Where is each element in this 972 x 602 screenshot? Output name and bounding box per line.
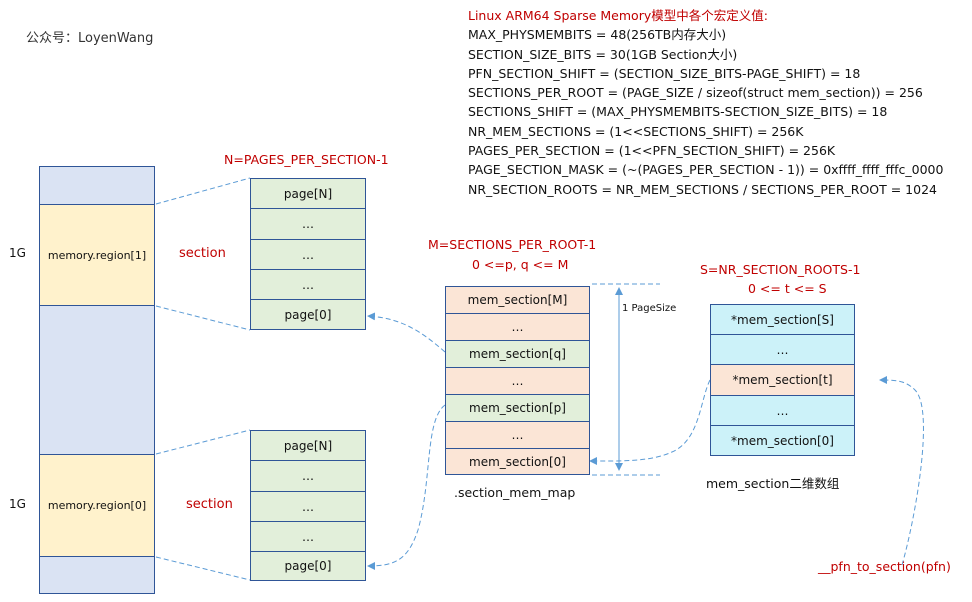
root-cell: … <box>710 395 855 426</box>
arrow-p-to-lower-page <box>367 404 446 570</box>
memory-region-1: memory.region[1] <box>39 204 155 306</box>
section-index-range: 0 <=p, q <= M <box>472 257 569 272</box>
def-line: PAGE_SECTION_MASK = (~(PAGES_PER_SECTION… <box>468 162 944 178</box>
def-line: SECTIONS_PER_ROOT = (PAGE_SIZE / sizeof(… <box>468 85 923 101</box>
pfn-to-section-label: __pfn_to_section(pfn) <box>818 559 951 574</box>
arrow-func-to-t <box>879 376 924 566</box>
memory-region-0: memory.region[0] <box>39 454 155 557</box>
root-index-range: 0 <= t <= S <box>748 281 827 296</box>
mem-section-cell: mem_section[p] <box>445 394 590 422</box>
root-cell: … <box>710 334 855 365</box>
size-label-lower: 1G <box>9 497 26 511</box>
region0-top-line <box>155 429 251 455</box>
watermark: 公众号：LoyenWang <box>26 31 154 46</box>
mem-section-cell: … <box>445 421 590 449</box>
mem-section-cell: … <box>445 313 590 341</box>
mem-section-cell: mem_section[q] <box>445 340 590 368</box>
arrow-t-to-section0 <box>589 379 711 466</box>
def-line: PAGES_PER_SECTION = (1<<PFN_SECTION_SHIF… <box>468 143 836 159</box>
size-label-upper: 1G <box>9 246 26 260</box>
region1-top-line <box>155 177 251 205</box>
def-line: SECTIONS_SHIFT = (MAX_PHYSMEMBITS-SECTIO… <box>468 104 888 120</box>
root-cell: *mem_section[t] <box>710 364 855 396</box>
page-cell: page[0] <box>250 299 366 330</box>
defs-title: Linux ARM64 Sparse Memory模型中各个宏定义值: <box>468 8 768 23</box>
page-cell: … <box>250 208 366 240</box>
arrow-q-to-upper-page <box>367 312 446 353</box>
mem-section-cell: … <box>445 367 590 395</box>
section-label-upper: section <box>179 246 226 261</box>
region0-bottom-line <box>155 556 251 581</box>
def-line: MAX_PHYSMEMBITS = 48(256TB内存大小) <box>468 27 727 43</box>
root-cell: *mem_section[0] <box>710 425 855 456</box>
page-cell: … <box>250 521 366 552</box>
section-roots-label: S=NR_SECTION_ROOTS-1 <box>700 262 861 277</box>
pages-per-section-label: N=PAGES_PER_SECTION-1 <box>224 152 389 167</box>
root-array-label: mem_section二维数组 <box>706 476 840 491</box>
page-cell: … <box>250 491 366 522</box>
mem-section-cell: mem_section[M] <box>445 286 590 314</box>
page-cell: … <box>250 460 366 492</box>
sections-per-root-label: M=SECTIONS_PER_ROOT-1 <box>428 237 597 252</box>
region1-bottom-line <box>155 305 251 331</box>
page-cell: … <box>250 269 366 300</box>
root-cell: *mem_section[S] <box>710 304 855 335</box>
pagesize-label: 1 PageSize <box>622 303 677 314</box>
macro-definitions: Linux ARM64 Sparse Memory模型中各个宏定义值: MAX_… <box>468 6 943 199</box>
mem-section-cell: mem_section[0] <box>445 448 590 475</box>
section-mem-map-label: .section_mem_map <box>454 485 576 500</box>
page-cell: page[N] <box>250 178 366 209</box>
def-line: SECTION_SIZE_BITS = 30(1GB Section大小) <box>468 46 738 62</box>
def-line: NR_SECTION_ROOTS = NR_MEM_SECTIONS / SEC… <box>468 181 937 197</box>
page-cell: … <box>250 239 366 270</box>
def-line: PFN_SECTION_SHIFT = (SECTION_SIZE_BITS-P… <box>468 65 861 81</box>
page-cell: page[N] <box>250 430 366 461</box>
section-label-lower: section <box>186 497 233 512</box>
def-line: NR_MEM_SECTIONS = (1<<SECTIONS_SHIFT) = … <box>468 123 804 139</box>
page-cell: page[0] <box>250 551 366 581</box>
